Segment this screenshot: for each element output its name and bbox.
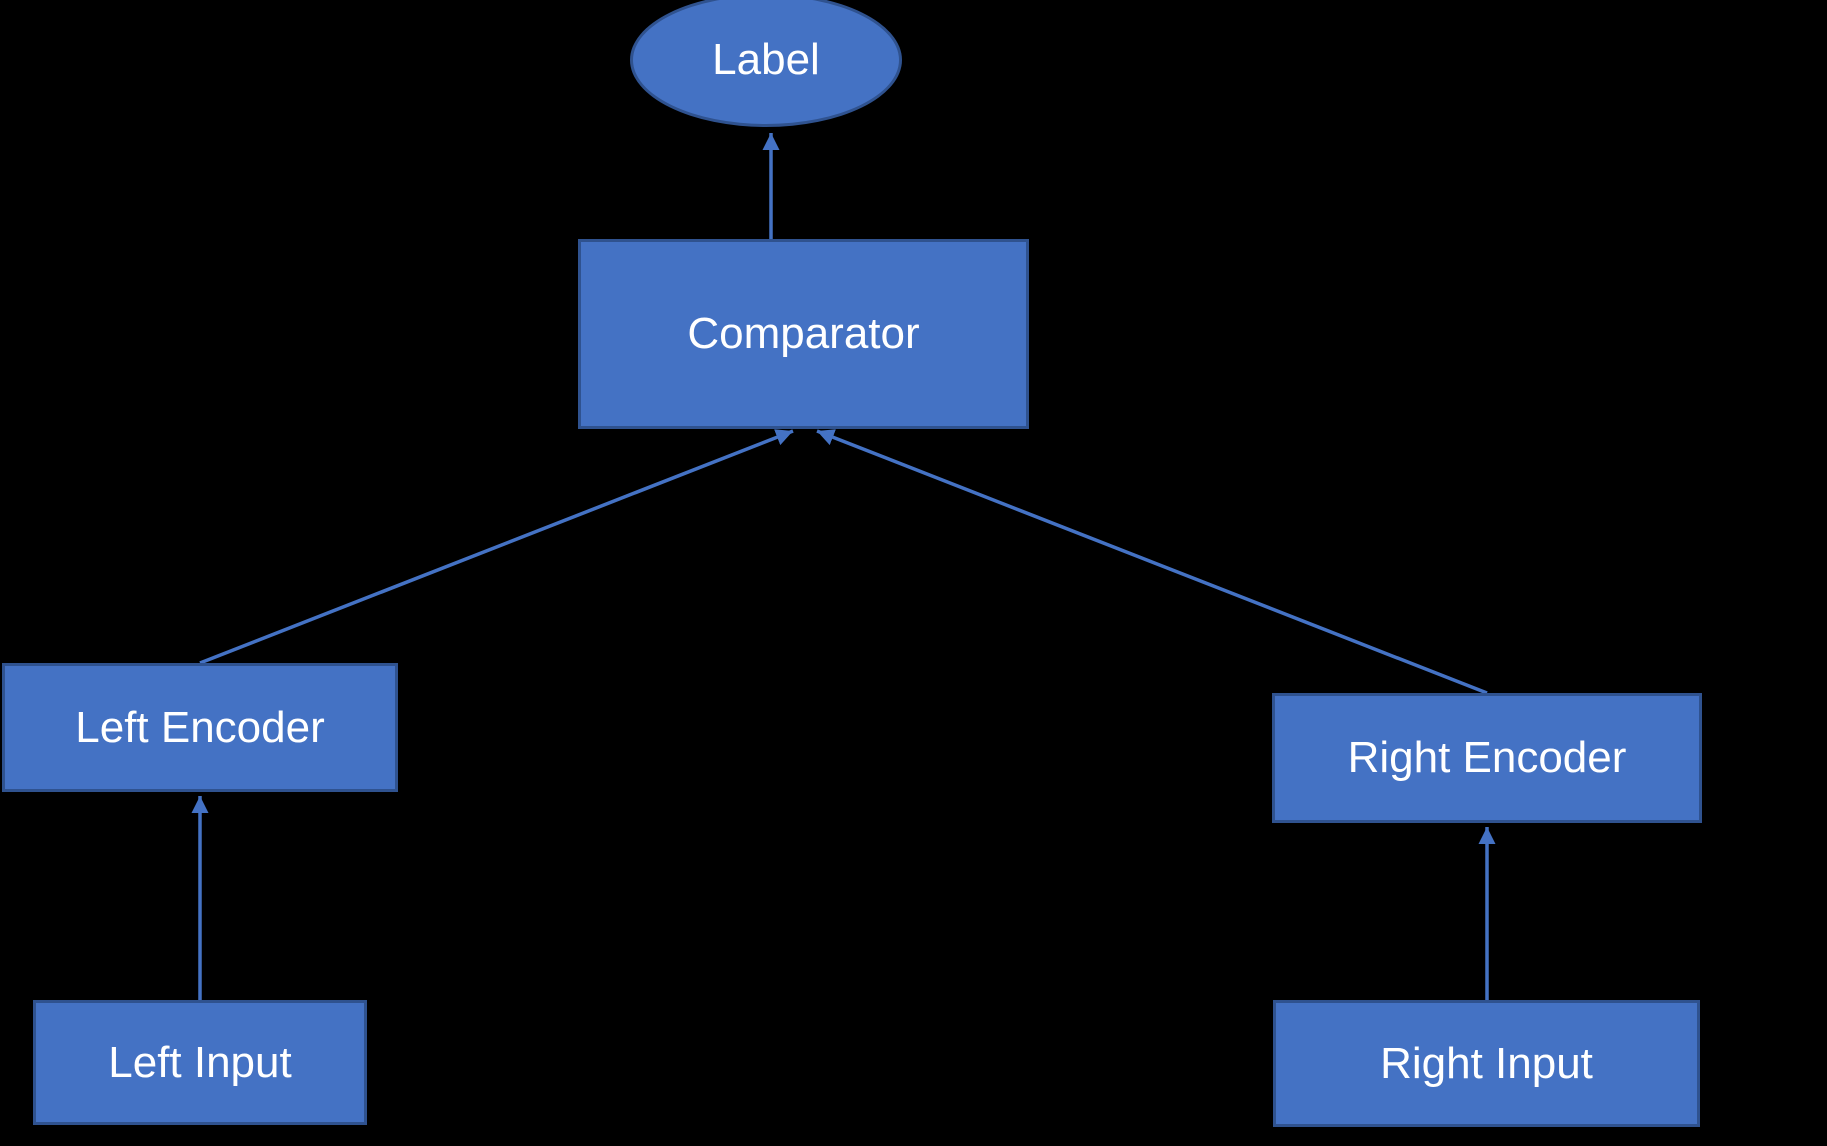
node-left-input-text: Left Input (108, 1037, 292, 1087)
node-comparator-text: Comparator (687, 309, 920, 358)
node-label: Label (630, 0, 902, 127)
edge-right-encoder-to-comparator (816, 429, 1488, 695)
node-label-text: Label (712, 35, 820, 84)
node-left-input: Left Input (33, 1000, 367, 1125)
node-right-input: Right Input (1273, 1000, 1700, 1127)
edge-left-encoder-to-comparator (199, 429, 794, 665)
node-right-input-text: Right Input (1380, 1038, 1593, 1088)
node-left-encoder: Left Encoder (2, 663, 398, 792)
node-left-encoder-text: Left Encoder (75, 702, 325, 752)
node-comparator: Comparator (578, 239, 1029, 429)
node-right-encoder: Right Encoder (1272, 693, 1702, 823)
node-right-encoder-text: Right Encoder (1347, 733, 1627, 782)
